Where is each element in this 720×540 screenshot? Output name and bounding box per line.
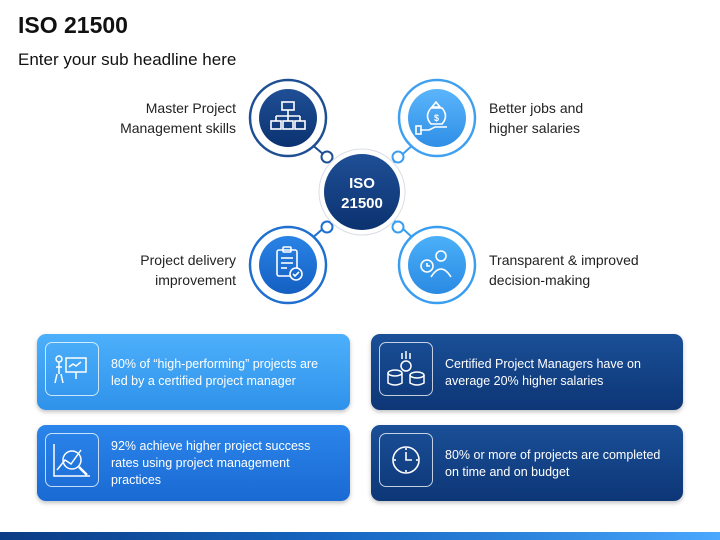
node-bottom-right — [397, 225, 477, 305]
spoke-label-top-right-line2: higher salaries — [489, 120, 581, 136]
spoke-label-bottom-left: Project delivery improvement — [140, 250, 236, 290]
spoke-label-bottom-right-line2: decision-making — [489, 272, 591, 288]
hub-diagram: ISO 21500 $ — [248, 78, 477, 305]
coins-stack-icon — [379, 342, 433, 396]
card-text: 80% or more of projects are completed on… — [445, 448, 661, 479]
svg-text:$: $ — [434, 113, 439, 123]
spoke-label-bottom-right-line1: Transparent & improved — [489, 252, 639, 268]
spoke-label-bottom-right: Transparent & improved decision-making — [489, 250, 639, 290]
spoke-label-top-right-line1: Better jobs and — [489, 100, 584, 116]
card-on-time-budget: 80% or more of projects are completed on… — [371, 425, 683, 501]
person-clock-icon — [420, 250, 452, 278]
presentation-icon — [45, 342, 99, 396]
center-hub-line1: ISO — [349, 175, 375, 192]
page-title: ISO 21500 — [18, 12, 128, 38]
card-text: Certified Project Managers have on avera… — [445, 357, 641, 388]
center-hub: ISO 21500 — [318, 148, 406, 236]
spoke-label-top-left-line2: Management skills — [120, 120, 236, 136]
card-text: 80% of “high-performing” projects are le… — [111, 357, 319, 388]
spoke-label-bottom-left-line2: improvement — [155, 272, 236, 288]
node-top-right: $ — [397, 78, 477, 158]
spoke-label-bottom-left-line1: Project delivery — [140, 252, 236, 268]
card-project-success: 92% achieve higher project success rates… — [37, 425, 350, 501]
spoke-label-top-left-line1: Master Project — [145, 100, 236, 116]
spoke-label-top-left: Master Project Management skills — [120, 98, 236, 138]
org-chart-icon — [270, 101, 306, 130]
clipboard-check-icon — [276, 246, 303, 281]
node-top-left — [248, 78, 328, 158]
card-text: 92% achieve higher project success rates… — [111, 439, 311, 487]
money-bag-hand-icon: $ — [415, 100, 447, 135]
clock-icon — [379, 433, 433, 487]
magnifier-chart-icon — [45, 433, 99, 487]
card-higher-salaries: Certified Project Managers have on avera… — [371, 334, 683, 410]
spoke-label-top-right: Better jobs and higher salaries — [489, 98, 583, 138]
card-certified-pm-led: 80% of “high-performing” projects are le… — [37, 334, 350, 410]
page-subtitle: Enter your sub headline here — [18, 50, 237, 69]
node-bottom-left — [248, 225, 328, 305]
bottom-accent-bar — [0, 532, 720, 540]
center-hub-line2: 21500 — [341, 195, 383, 212]
